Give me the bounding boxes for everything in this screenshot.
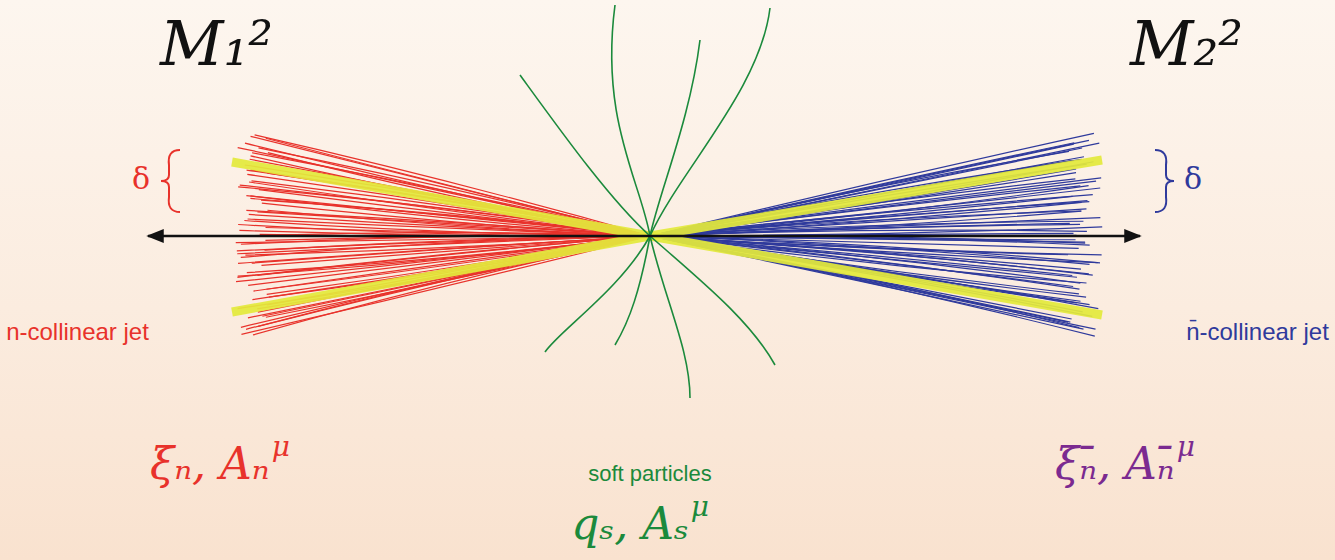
superscript: μ [1177,432,1195,463]
field-label: ξₙ, Aₙ [150,440,270,488]
jet-mass: M₁² [160,10,273,78]
angle-label: δ [1184,162,1202,195]
soft-particle-line [650,8,770,236]
cone-edge [650,160,1102,236]
cone-edge [650,236,1102,315]
axis-arrow [148,235,1140,238]
soft-particle-line [650,236,775,365]
soft-particle-line [615,236,650,345]
cone-edge [232,236,650,312]
jet-mass: M₂² [1130,10,1243,78]
superscript: μ [691,492,709,523]
angle-label: δ [132,162,150,195]
field-label: qₛ, Aₛ [571,500,689,548]
cone-edge [232,162,650,236]
nbar-collinear-fan-line [650,201,1087,236]
nbar-collinear-fan-line [650,202,1089,236]
soft-particle-line [650,40,700,236]
field-label: ξₙ̄, Aₙ̄ [1055,440,1175,488]
soft-particle-line [545,236,650,352]
delta-brace [161,150,180,212]
jet-label: n̄-collinear jet [1185,316,1330,348]
n-collinear-fan-line [255,135,650,236]
soft-label: soft particles [588,462,712,486]
soft-particle-line [520,75,650,236]
jet-label: n-collinear jet [5,316,150,348]
soft-particle-line [650,236,690,398]
delta-brace [1155,150,1174,212]
superscript: μ [272,432,290,463]
